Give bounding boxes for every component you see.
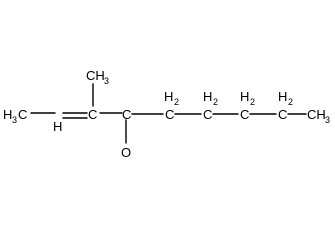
- atom-c5-h: H: [164, 89, 173, 104]
- atom-o-label: O: [121, 145, 131, 160]
- atom-c6-c: C: [203, 107, 212, 122]
- atom-c7-c: C: [240, 107, 249, 122]
- atom-c9-label: CH 3: [307, 107, 330, 125]
- atom-layer: H 3 C H C CH 3 C O H 2 C H 2 C: [3, 68, 330, 160]
- atom-c7-count: 2: [250, 97, 255, 107]
- atom-c5-c: C: [165, 107, 174, 122]
- atom-c1-h: H: [3, 107, 12, 122]
- atom-c5-label: H 2 C: [164, 89, 179, 122]
- bond-layer: [30, 83, 307, 144]
- atom-c1-count: 3: [12, 115, 17, 125]
- atom-c8-h: H: [278, 89, 287, 104]
- atom-c8-label: H 2 C: [278, 89, 293, 122]
- atom-c4-label: C: [122, 107, 131, 122]
- atom-methyl-ch: CH: [86, 68, 105, 83]
- atom-c5-count: 2: [174, 97, 179, 107]
- chemical-structure: H 3 C H C CH 3 C O H 2 C H 2 C: [3, 68, 331, 160]
- atom-c6-label: H 2 C: [203, 89, 218, 122]
- atom-c6-count: 2: [213, 97, 218, 107]
- atom-c2-label: H: [53, 119, 62, 134]
- atom-c7-label: H 2 C: [240, 89, 255, 122]
- atom-methyl-count: 3: [104, 76, 109, 86]
- atom-c9-ch: CH: [307, 107, 326, 122]
- atom-c1-label: H 3 C: [3, 107, 27, 125]
- atom-c7-h: H: [240, 89, 249, 104]
- atom-c8-count: 2: [288, 97, 293, 107]
- atom-c9-count: 3: [325, 115, 330, 125]
- atom-c3-label: C: [88, 107, 97, 122]
- atom-c6-h: H: [203, 89, 212, 104]
- atom-c1-c: C: [18, 107, 27, 122]
- atom-methyl-label: CH 3: [86, 68, 109, 86]
- atom-c8-c: C: [278, 107, 287, 122]
